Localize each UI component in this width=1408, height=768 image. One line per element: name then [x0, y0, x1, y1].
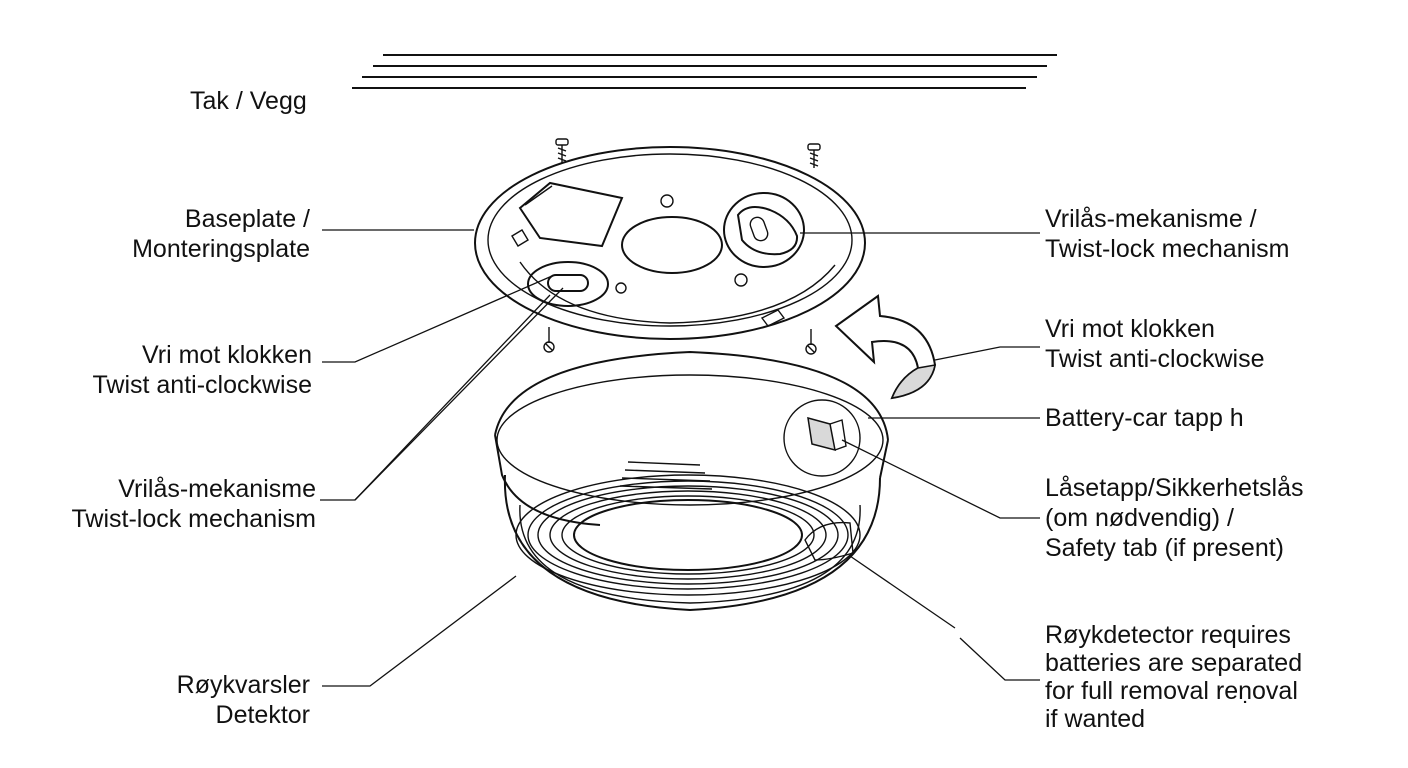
label-removal-line4: if wanted: [1045, 705, 1146, 733]
ceiling-lines: [352, 54, 1057, 89]
label-removal: Røykdetector requires batteries are sepa…: [1045, 621, 1302, 733]
label-battery-text: Battery-car tapp h: [1045, 404, 1244, 432]
label-ceiling: Tak / Vegg: [190, 86, 307, 116]
label-safety-line3: Safety tab (if present): [1045, 534, 1285, 562]
screw-icon: [805, 329, 817, 355]
smoke-detector: [494, 350, 889, 612]
label-twist-left-line2: Twist anti-clockwise: [92, 371, 313, 399]
label-detector-line1: Røykvarsler: [176, 671, 310, 699]
screw-icon: [543, 327, 555, 353]
label-removal-line2: batteries are separated: [1045, 649, 1303, 677]
label-removal-line1: Røykdetector requires: [1045, 621, 1291, 649]
label-baseplate-line1: Baseplate /: [184, 205, 310, 233]
label-twist-right: Vri mot klokken Twist anti-clockwise: [1045, 314, 1265, 374]
label-detector-line2: Detektor: [215, 701, 310, 729]
screw-icon: [807, 143, 821, 168]
leader-lines: [320, 229, 1040, 687]
label-lock-right-line2: Twist-lock mechanism: [1045, 235, 1290, 263]
label-twist-right-line1: Vri mot klokken: [1045, 315, 1215, 343]
label-lock-left-line1: Vrilås-mekanisme: [118, 475, 316, 503]
label-twist-left: Vri mot klokken Twist anti-clockwise: [93, 340, 313, 400]
label-baseplate-line2: Monteringsplate: [132, 235, 310, 263]
label-safety: Låsetapp/Sikkerhetslås (om nødvendig) / …: [1045, 473, 1303, 563]
label-safety-line2: (om nødvendig) /: [1045, 504, 1234, 532]
label-lock-left-line2: Twist-lock mechanism: [71, 505, 317, 533]
screw-icon: [555, 138, 569, 163]
curved-arrow-icon: [834, 294, 937, 400]
baseplate: [474, 146, 866, 340]
label-removal-line3: for full removal reṇoval: [1045, 677, 1298, 705]
label-lock-left: Vrilås-mekanisme Twist-lock mechanism: [72, 474, 317, 534]
label-battery: Battery-car tapp h: [1045, 403, 1244, 433]
label-lock-right: Vrilås-mekanisme / Twist-lock mechanism: [1045, 204, 1290, 264]
label-detector: Røykvarsler Detektor: [177, 670, 310, 730]
label-lock-right-line1: Vrilås-mekanisme /: [1045, 205, 1257, 233]
label-baseplate: Baseplate / Monteringsplate: [132, 204, 310, 264]
label-twist-right-line2: Twist anti-clockwise: [1045, 345, 1265, 373]
label-twist-left-line1: Vri mot klokken: [142, 341, 312, 369]
label-safety-line1: Låsetapp/Sikkerhetslås: [1045, 474, 1304, 502]
label-ceiling-text: Tak / Vegg: [190, 87, 307, 115]
